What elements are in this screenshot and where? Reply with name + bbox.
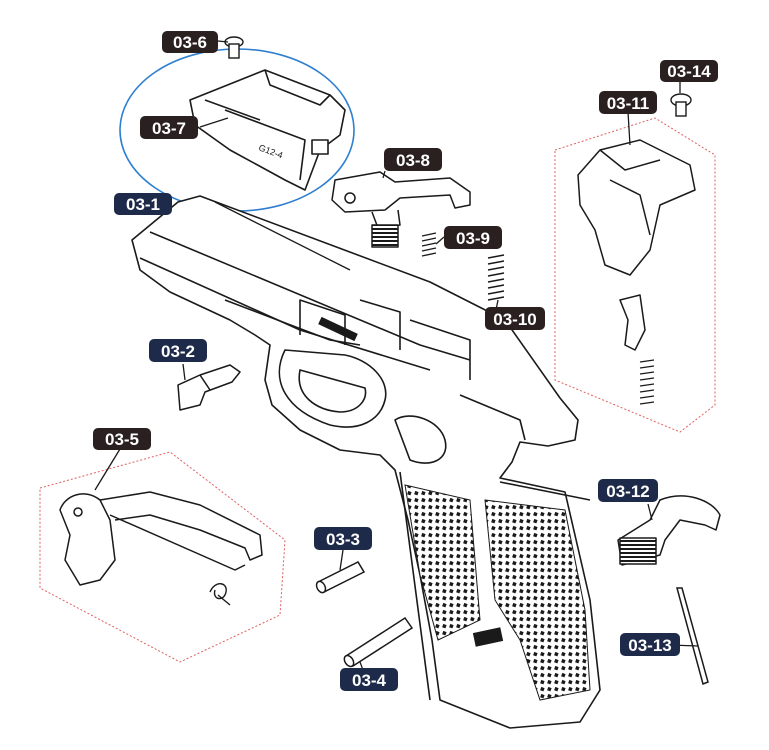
label-03-6: 03-6 (162, 31, 218, 53)
label-03-3: 03-3 (314, 527, 372, 550)
svg-text:03-5: 03-5 (105, 430, 139, 449)
slide-lock-part (331, 171, 471, 248)
frame-part (131, 195, 601, 729)
pin-03-6 (224, 36, 244, 59)
magazine-catch-part (617, 495, 721, 566)
svg-text:03-7: 03-7 (152, 119, 186, 138)
spring-03-9 (421, 232, 437, 257)
label-03-9: 03-9 (444, 226, 502, 249)
svg-text:03-12: 03-12 (606, 482, 649, 501)
label-03-10: 03-10 (485, 307, 545, 330)
label-03-11: 03-11 (599, 91, 657, 114)
leader-lines (94, 40, 699, 679)
label-03-1: 03-1 (114, 193, 172, 215)
label-03-12: 03-12 (598, 479, 658, 502)
label-03-2: 03-2 (149, 339, 207, 362)
locking-block-part (189, 69, 346, 191)
label-03-14: 03-14 (660, 60, 718, 82)
label-03-7: 03-7 (140, 116, 198, 139)
rod-03-13 (676, 587, 709, 686)
label-03-5: 03-5 (93, 428, 151, 450)
grip-texture-side (484, 499, 591, 701)
svg-text:03-6: 03-6 (173, 33, 207, 52)
label-03-8: 03-8 (384, 148, 442, 171)
grip-texture-front (404, 484, 481, 641)
svg-text:03-14: 03-14 (667, 62, 711, 81)
grip-logo-plate (472, 627, 504, 647)
spring-trigger-housing (639, 359, 655, 405)
svg-text:03-8: 03-8 (396, 151, 430, 170)
svg-text:03-1: 03-1 (126, 195, 160, 214)
trigger-housing-part (577, 139, 696, 351)
label-03-13: 03-13 (620, 633, 680, 656)
pin-03-4 (343, 616, 414, 668)
svg-text:03-9: 03-9 (456, 229, 490, 248)
svg-text:03-3: 03-3 (326, 530, 360, 549)
screw-03-14 (670, 93, 692, 117)
svg-text:03-11: 03-11 (607, 94, 650, 113)
spring-03-10 (487, 254, 505, 301)
pin-03-3 (315, 561, 366, 594)
svg-text:03-10: 03-10 (493, 310, 536, 329)
slide-stop-lever-part (177, 364, 241, 411)
trigger-assembly-part (59, 491, 263, 586)
svg-text:03-13: 03-13 (628, 636, 671, 655)
label-03-4: 03-4 (340, 668, 398, 691)
serial-number-plate (318, 316, 358, 342)
svg-text:03-4: 03-4 (352, 671, 387, 690)
trigger-housing-group-outline (554, 117, 716, 433)
trigger-spring-coil (209, 583, 231, 606)
svg-text:03-2: 03-2 (161, 342, 195, 361)
